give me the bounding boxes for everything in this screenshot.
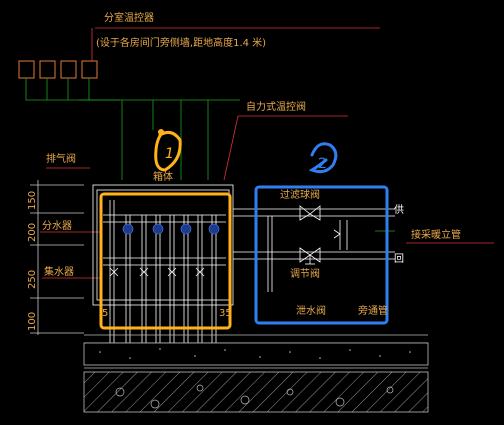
manifold-valves: [122, 223, 220, 235]
label-air-vent: 排气阀: [46, 152, 76, 165]
orange-mark-label: 1: [165, 146, 174, 162]
label-box: 箱体: [153, 170, 173, 183]
label-supply: 供: [394, 203, 404, 216]
blue-mark-2: [308, 142, 338, 174]
label-drain-valve: 泄水阀: [296, 304, 326, 317]
label-distributor: 分水器: [42, 220, 72, 232]
blue-highlight-box: [254, 185, 389, 325]
dim-200: 200: [27, 223, 38, 242]
manifold-pipes: [103, 200, 226, 360]
dim-250: 250: [27, 270, 38, 289]
riser-piping: [233, 205, 395, 292]
label-return: 回: [394, 253, 404, 265]
label-collector: 集水器: [44, 265, 74, 278]
floor-slab: [83, 334, 429, 413]
label-filter-ball-valve: 过滤球阀: [280, 188, 320, 201]
dimension-lines: [30, 180, 84, 335]
orange-mark-1: [154, 129, 182, 172]
blue-mark-label: 2: [318, 156, 327, 172]
dim-150: 150: [27, 191, 38, 210]
leader-lines: [40, 27, 494, 279]
label-riser: 接采暖立管: [411, 228, 461, 241]
orange-highlight-box: [99, 192, 232, 330]
thermostat-boxes: [18, 60, 98, 79]
label-regulating-valve: 调节阀: [290, 267, 320, 280]
small-mark-right: 35: [219, 308, 232, 319]
collector-valves: [109, 267, 205, 277]
dim-100: 100: [27, 312, 38, 331]
label-bypass-pipe: 旁通管: [358, 304, 388, 317]
label-self-operated-valve: 自力式温控阀: [246, 100, 306, 113]
small-mark-left: 5: [102, 308, 108, 319]
label-thermostat-note: (设于各房间门旁侧墙,距地高度1.4 米): [96, 36, 266, 49]
label-room-thermostat: 分室温控器: [104, 11, 154, 24]
